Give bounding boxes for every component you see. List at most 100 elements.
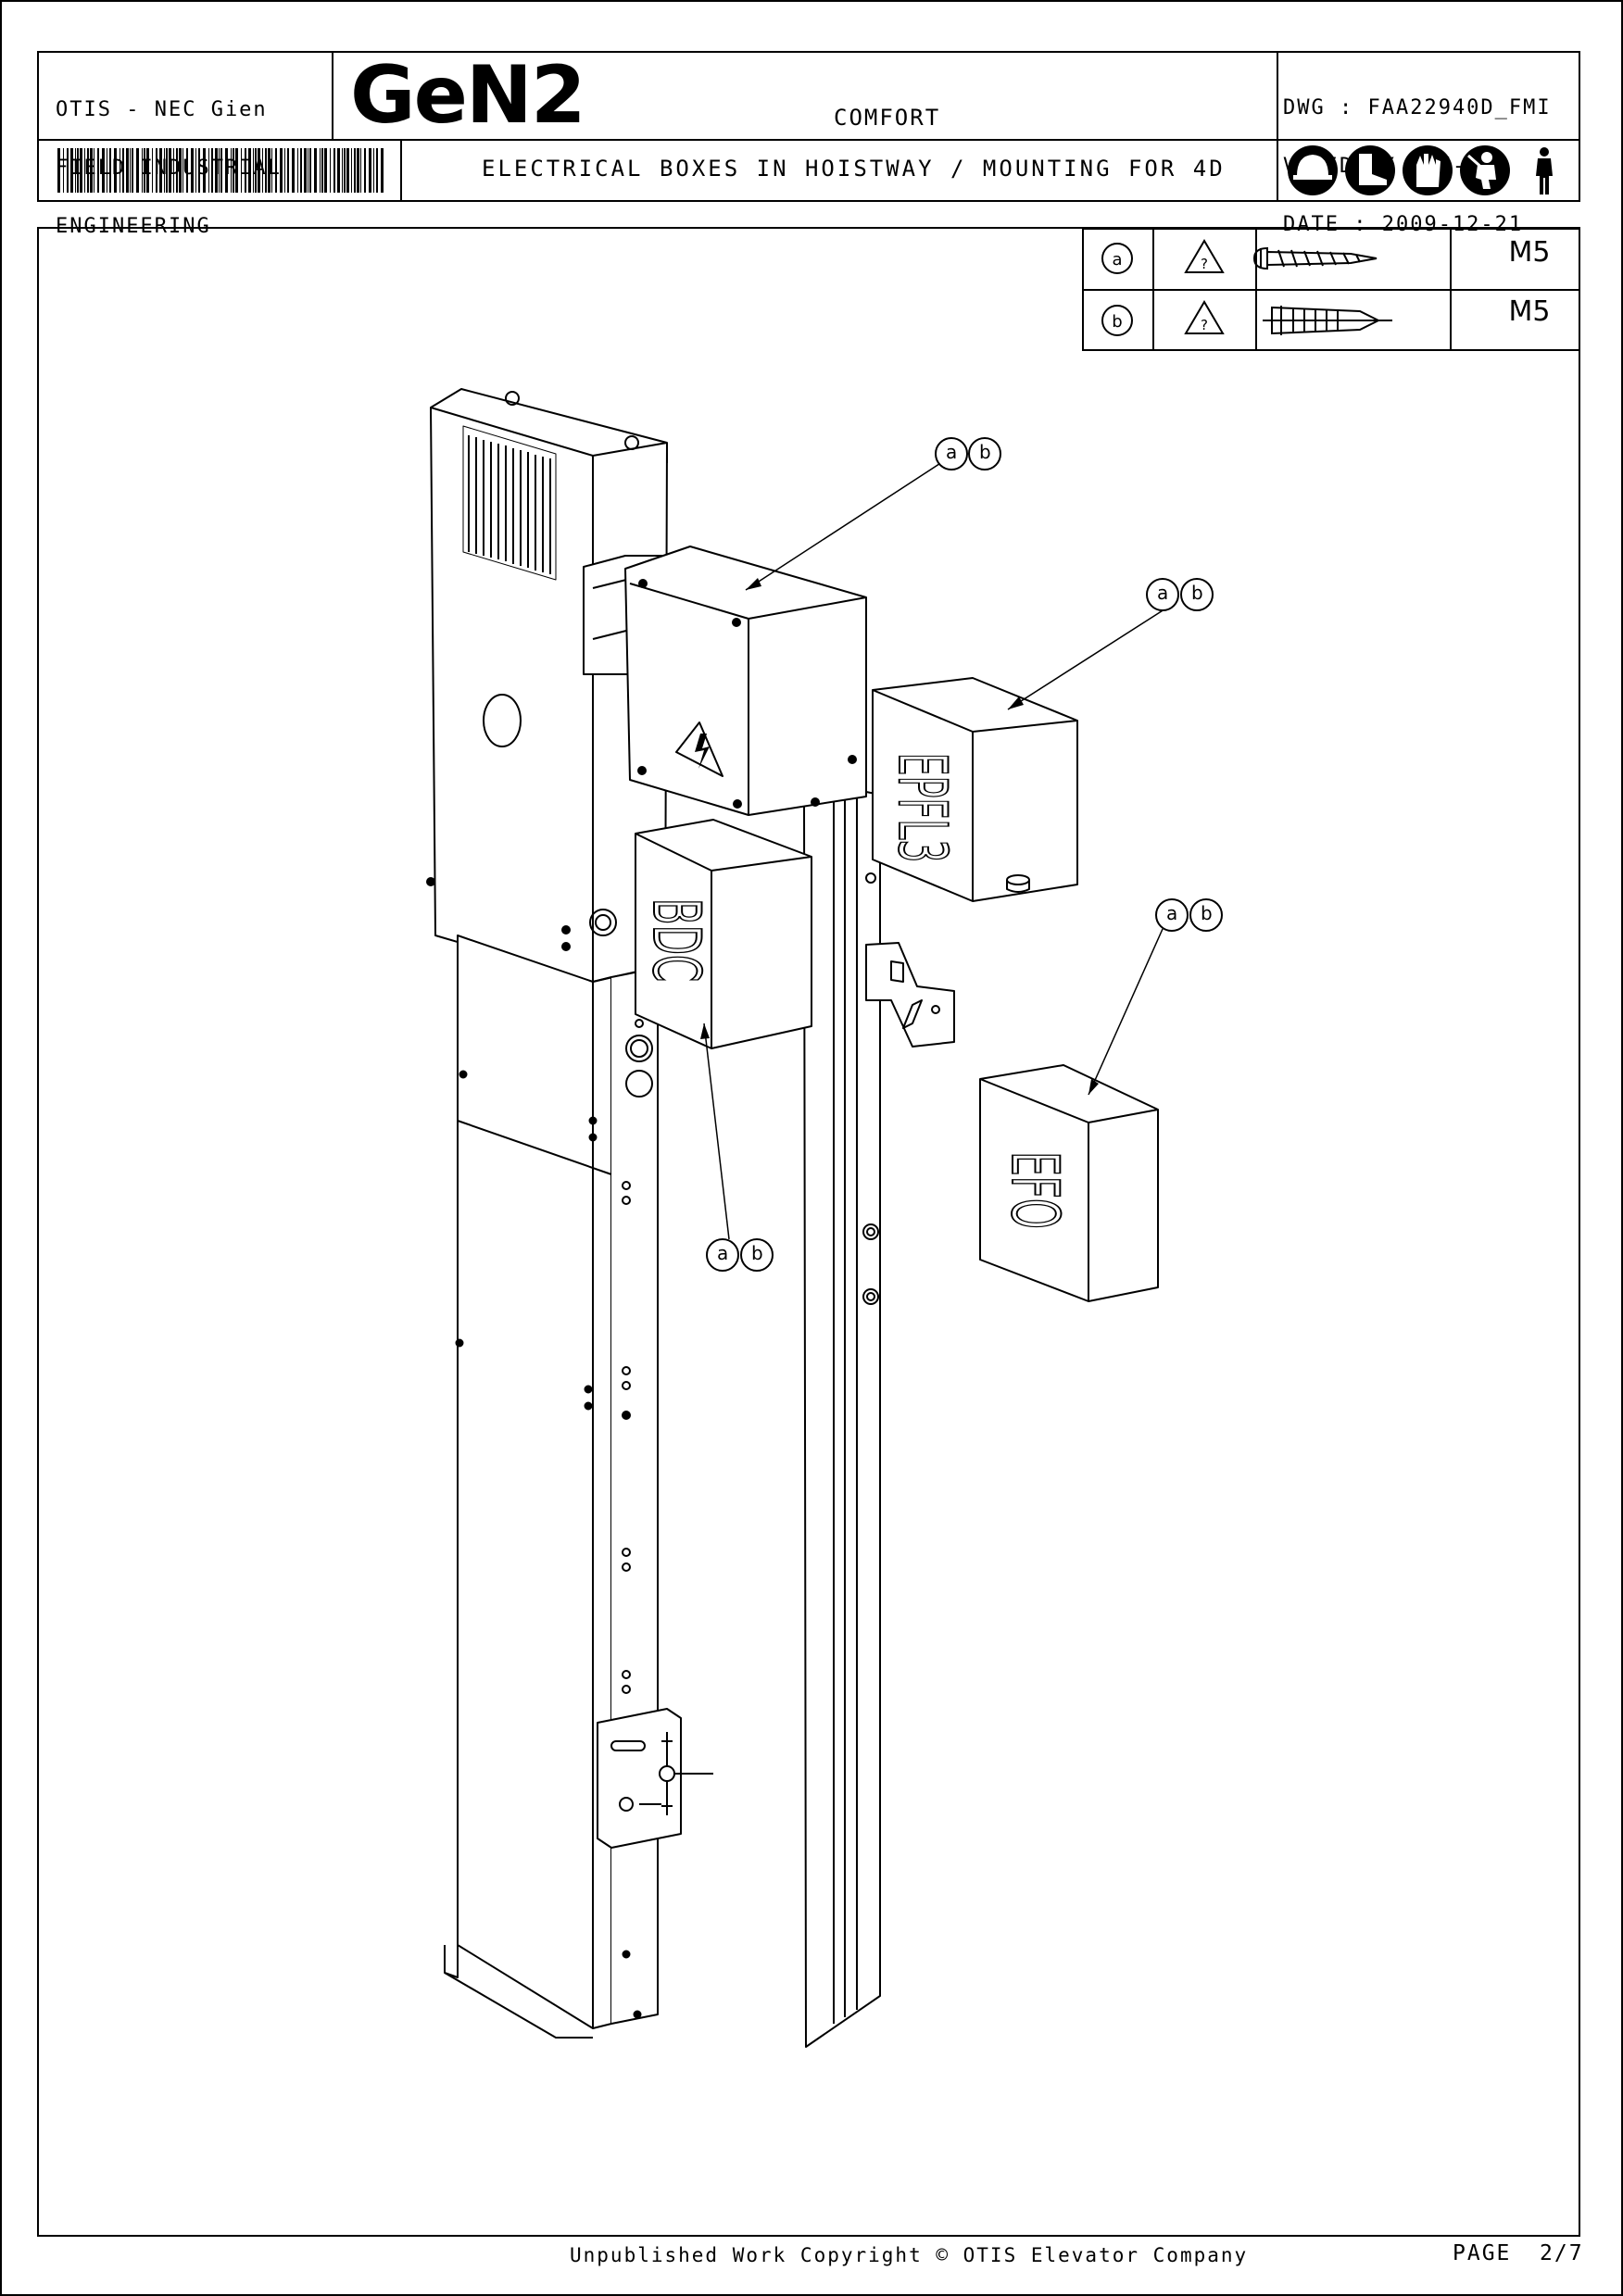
barcode-bar	[268, 148, 270, 193]
barcode-bar	[136, 148, 139, 193]
barcode-bar	[354, 148, 356, 193]
barcode-bar	[337, 148, 340, 193]
barcode-bar	[225, 148, 228, 193]
junction-box	[583, 546, 867, 816]
barcode-bar	[320, 148, 321, 193]
table-row-divider	[1082, 289, 1580, 291]
barcode-bar	[122, 148, 124, 193]
barcode-bar	[156, 148, 157, 193]
safety-icons	[1288, 145, 1553, 195]
rail-bracket	[865, 942, 955, 1048]
barcode-bar	[309, 148, 311, 193]
title-block	[37, 51, 1580, 202]
barcode-bar	[130, 148, 131, 193]
barcode-bar	[373, 148, 374, 193]
callout-2-b: b	[1191, 582, 1203, 604]
barcode-bar	[275, 148, 277, 193]
thread-size-b: M5	[1509, 295, 1551, 328]
barcode-bar	[208, 148, 209, 193]
callout-4-a: a	[717, 1242, 729, 1264]
barcode-bar	[344, 148, 346, 193]
safety-shoe-icon	[1345, 145, 1395, 195]
barcode-bar	[87, 148, 89, 193]
callout-1	[935, 437, 1001, 470]
callout-3-a: a	[1166, 902, 1178, 924]
callout-2-a: a	[1157, 582, 1169, 604]
bdc-box	[635, 819, 812, 1049]
barcode-bar	[152, 148, 153, 193]
barcode-bar	[300, 148, 302, 193]
barcode-bar	[75, 148, 76, 193]
thread-size-a: M5	[1509, 236, 1551, 269]
barcode-bar	[114, 148, 117, 193]
barcode-bar	[70, 148, 73, 193]
barcode-bar	[220, 148, 222, 193]
barcode-bar	[109, 148, 111, 193]
epfl3-box	[872, 677, 1078, 902]
company-line-1: OTIS - NEC Gien	[56, 98, 268, 121]
barcode-bar	[77, 148, 79, 193]
barcode-bar	[314, 148, 317, 193]
barcode-bar	[357, 148, 359, 193]
title-block-vline-1	[332, 51, 333, 139]
barcode-bar	[203, 148, 206, 193]
barcode-bar	[97, 148, 99, 193]
callout-4-b: b	[751, 1242, 763, 1264]
table-row: a ? M5	[1101, 236, 1551, 274]
barcode-bar	[360, 148, 361, 193]
callout-bubbles	[706, 437, 1223, 1272]
barcode-bar	[297, 148, 298, 193]
controller-cabinet	[426, 388, 668, 983]
barcode-bar	[258, 148, 260, 193]
barcode-bar	[146, 148, 149, 193]
barcode-bar	[215, 148, 218, 193]
title-block-vline-2	[1277, 51, 1278, 202]
barcode-bar	[284, 148, 285, 193]
efo-label: EFO	[996, 1150, 1074, 1229]
gen2-logo: GeN2	[350, 49, 586, 142]
barcode-bar	[57, 148, 60, 193]
ref-circle-a	[1101, 243, 1133, 274]
wood-screw-icon	[1252, 246, 1378, 270]
table-row: b ? M5	[1101, 295, 1551, 336]
warning-symbol: ?	[1201, 256, 1208, 272]
barcode-bar	[304, 148, 307, 193]
barcode-bar	[186, 148, 188, 193]
barcode-bar	[364, 148, 366, 193]
bottom-bracket	[597, 1708, 713, 1849]
callout-leaders	[703, 459, 1168, 1240]
barcode-bar	[287, 148, 289, 193]
title-block-vline-3	[400, 139, 402, 202]
dwg-number: DWG : FAA22940D_FMI	[1283, 96, 1552, 119]
barcode-bar	[245, 148, 246, 193]
barcode-bar	[102, 148, 105, 193]
barcode-bar	[241, 148, 242, 193]
bdc-label: BDC	[637, 897, 715, 983]
date: DATE : 2009-12-21	[1283, 213, 1524, 236]
callout-1-b: b	[979, 441, 991, 463]
barcode-bar	[231, 148, 232, 193]
ref-circle-b	[1101, 305, 1133, 336]
warning-triangle-icon	[1184, 239, 1225, 273]
callout-4	[706, 1238, 774, 1272]
barcode-bar	[235, 148, 238, 193]
callout-1-a: a	[946, 441, 958, 463]
title-block-hline	[37, 139, 1580, 141]
copyright-notice: Unpublished Work Copyright © OTIS Elevat…	[570, 2244, 1249, 2266]
table-symbols: a ? M5 b ? M5	[1101, 236, 1551, 336]
barcode-bar	[169, 148, 171, 193]
barcode-bar	[67, 148, 69, 193]
barcode-bar	[271, 148, 272, 193]
barcode-bar	[142, 148, 143, 193]
person-icon	[1536, 147, 1553, 194]
barcode-bar	[369, 148, 371, 193]
glove-icon	[1403, 145, 1453, 195]
barcode-bar	[346, 148, 349, 193]
warning-triangle-icon	[1184, 300, 1225, 334]
barcode-bar	[173, 148, 174, 193]
barcode-bar	[265, 148, 267, 193]
barcode-bar	[198, 148, 200, 193]
barcode-bar	[330, 148, 331, 193]
